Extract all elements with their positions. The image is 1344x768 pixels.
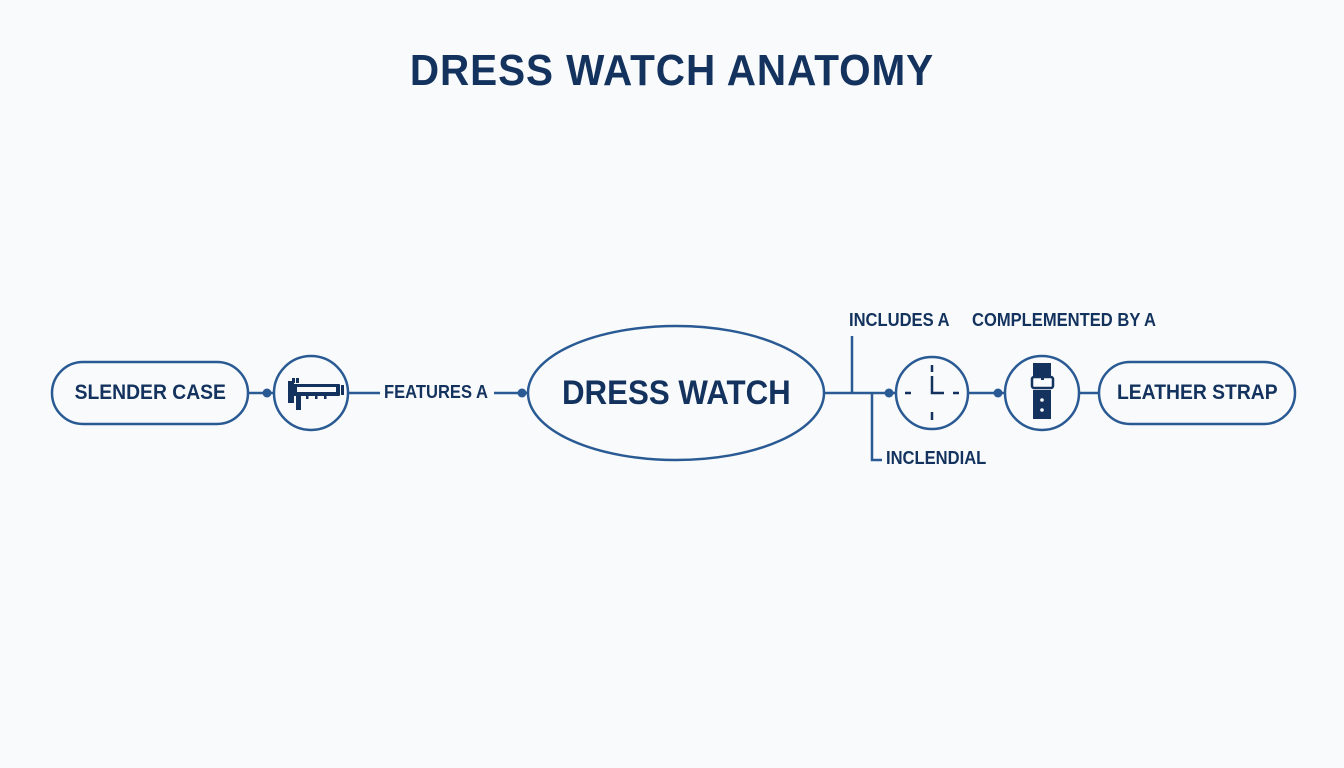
dress-watch-label: DRESS WATCH <box>561 373 791 412</box>
leather-strap-label: LEATHER STRAP <box>1116 381 1278 404</box>
leather-strap-node[interactable]: LEATHER STRAP <box>1099 362 1295 424</box>
leather-strap-node-shape <box>1097 360 1297 426</box>
edge-label-features: FEATURES A <box>384 382 488 402</box>
edge-label-dial: INCLENDIAL <box>886 448 987 468</box>
edge-label-complemented: COMPLEMENTED BY A <box>972 310 1157 330</box>
clock-icon <box>905 365 959 420</box>
diagram-title: DRESS WATCH ANATOMY <box>409 46 935 95</box>
dress-watch-node[interactable]: DRESS WATCH <box>528 326 824 460</box>
caliper-icon <box>288 378 344 410</box>
slender-case-label: SLENDER CASE <box>74 381 226 404</box>
slender-case-node[interactable]: SLENDER CASE <box>52 362 248 424</box>
watch-strap-icon <box>1030 363 1055 419</box>
edge-label-includes: INCLUDES A <box>849 310 950 330</box>
